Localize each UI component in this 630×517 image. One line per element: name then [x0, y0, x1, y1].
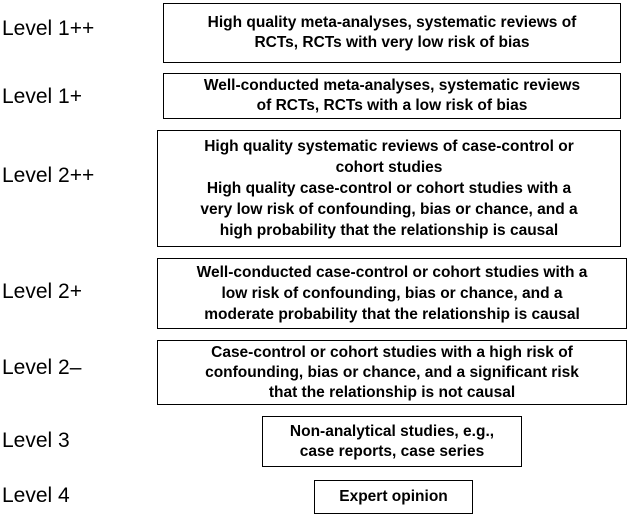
level-1p-box: Well-conducted meta-analyses, systematic…	[163, 73, 621, 119]
level-2pp-label: Level 2++	[2, 164, 95, 187]
level-1pp-description: High quality meta-analyses, systematic r…	[207, 14, 577, 51]
level-2p-box: Well-conducted case-control or cohort st…	[157, 258, 627, 329]
level-1p-label: Level 1+	[2, 85, 82, 108]
level-2pp-box: High quality systematic reviews of case-…	[157, 130, 621, 247]
level-4-box: Expert opinion	[314, 480, 473, 514]
level-3-box: Non-analytical studies, e.g., case repor…	[262, 416, 522, 467]
level-2pp-description: High quality systematic reviews of case-…	[200, 138, 578, 239]
level-2m-label: Level 2–	[2, 356, 82, 379]
level-2m-description: Case-control or cohort studies with a hi…	[205, 343, 579, 401]
level-3-description: Non-analytical studies, e.g., case repor…	[289, 422, 495, 460]
level-3-label: Level 3	[2, 429, 70, 452]
level-4-description: Expert opinion	[339, 488, 448, 505]
level-1pp-box: High quality meta-analyses, systematic r…	[163, 3, 621, 63]
level-2m-box: Case-control or cohort studies with a hi…	[157, 340, 627, 405]
level-2p-label: Level 2+	[2, 280, 82, 303]
level-1p-description: Well-conducted meta-analyses, systematic…	[203, 77, 581, 114]
level-4-label: Level 4	[2, 484, 70, 507]
level-2p-description: Well-conducted case-control or cohort st…	[196, 264, 588, 323]
level-1pp-label: Level 1++	[2, 17, 95, 40]
